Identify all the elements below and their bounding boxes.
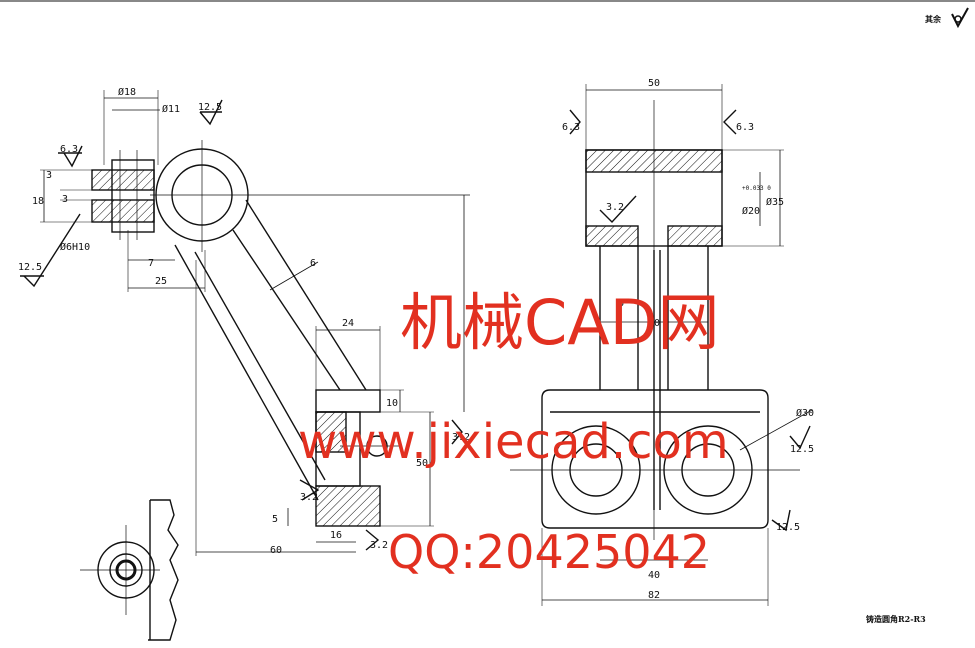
roughness-3-2-base: 3.2 [370,540,388,551]
dim-d35: Ø35 [766,196,784,208]
roughness-3-2-bore: 3.2 [606,202,624,213]
dim-3a: 3 [46,170,52,181]
dim-40-low: 40 [648,570,660,581]
watermark-site: 机械CAD网 [400,286,719,359]
roughness-6-3-a: 6.3 [562,122,580,133]
dim-d18: Ø18 [118,86,136,98]
dimension-labels: Ø18 Ø11 12.5 6.3 3 18 3 Ø6H10 12.5 7 25 … [18,78,926,624]
svg-text:其余: 其余 [925,14,942,24]
dim-d20: Ø20 [742,205,760,217]
roughness-3-2-low: 3.2 [300,492,318,503]
watermark-url: www.jixiecad.com [298,414,729,470]
dim-50-v: 50 [416,458,428,469]
dim-40-mid: 40 [648,318,660,329]
watermark: 机械CAD网 www.jixiecad.com QQ:20425042 [298,286,729,579]
dim-5: 5 [272,514,278,525]
dim-8: 8 [618,298,624,309]
dim-7: 7 [148,258,154,269]
roughness-3-2-mid: 3.2 [452,432,470,443]
dim-d30: Ø30 [796,407,814,419]
dim-82: 82 [648,590,660,601]
dim-24: 24 [342,318,354,329]
dim-10: 10 [386,398,398,409]
roughness-12-5-right: 12.5 [790,444,814,455]
front-view [20,90,470,641]
rest-roughness-note: 其余 [925,7,969,29]
dim-50-top: 50 [648,78,660,89]
roughness-6-3-left: 6.3 [60,144,78,155]
roughness-12-5-br: 12.5 [776,522,800,533]
side-view [510,84,813,606]
dim-d20-tol: +0.033 0 [742,185,771,192]
dim-d11: Ø11 [162,103,180,115]
roughness-12-5-top: 12.5 [198,102,222,113]
casting-fillet-note: 铸造圆角R2-R3 [866,614,926,624]
dim-16: 16 [330,530,342,541]
roughness-12-5-left: 12.5 [18,262,42,273]
dim-6: 6 [310,258,316,269]
dim-25: 25 [155,276,167,287]
watermark-qq: QQ:20425042 [388,525,710,579]
dim-3b: 3 [62,194,68,205]
dim-hole: Ø6H10 [60,241,90,253]
dim-60: 60 [270,545,282,556]
dim-18b: 18 [32,196,44,207]
roughness-6-3-b: 6.3 [736,122,754,133]
